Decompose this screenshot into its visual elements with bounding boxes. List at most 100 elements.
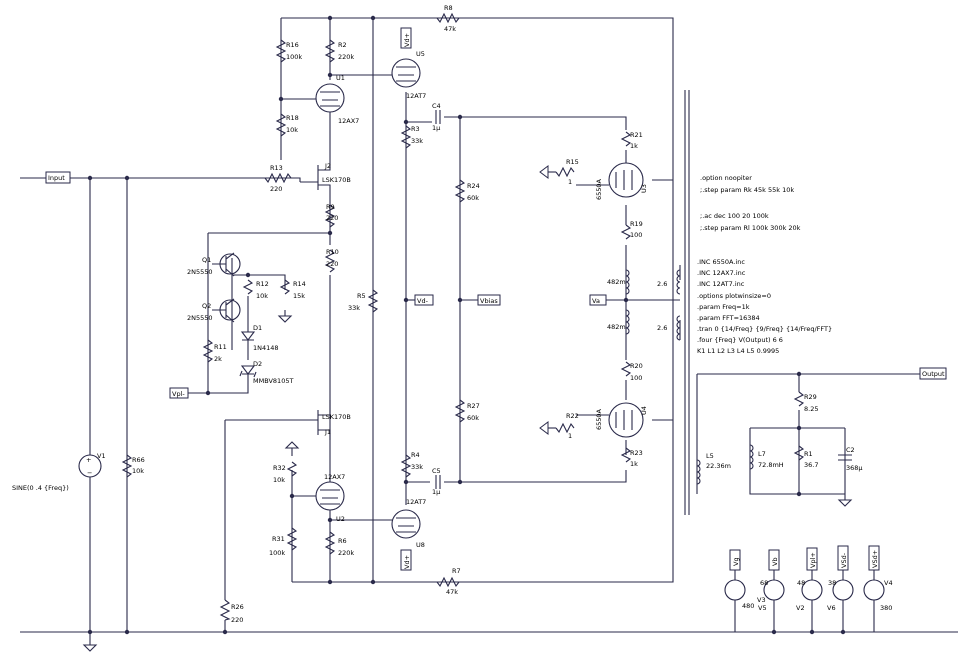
value-r8: 47k xyxy=(444,25,456,33)
value-r3: 33k xyxy=(411,137,423,145)
model-u2: 12AX7 xyxy=(324,473,345,481)
value-l4: 2.6 xyxy=(657,324,667,332)
value-r9: 220 xyxy=(326,214,338,222)
value-r29: 8.25 xyxy=(804,405,818,413)
bjt-symbols xyxy=(212,252,241,323)
label-r5: R5 xyxy=(357,292,366,300)
label-v2: V2 xyxy=(796,604,805,612)
label-r16: R16 xyxy=(286,41,299,49)
model-u1: 12AX7 xyxy=(338,117,359,125)
value-r32: 10k xyxy=(273,476,285,484)
net-label-vpl-minus: Vpl- xyxy=(172,390,185,398)
label-u5: U5 xyxy=(416,50,425,58)
value-l5: 22.36m xyxy=(706,462,731,470)
jfet-symbols xyxy=(300,155,331,440)
label-r8: R8 xyxy=(444,4,453,12)
label-u2: U2 xyxy=(336,515,345,523)
label-d2: D2 xyxy=(253,360,262,368)
svg-text:+: + xyxy=(86,456,91,464)
value-l2: 482m xyxy=(607,323,626,331)
value-r24: 60k xyxy=(467,194,479,202)
directive-line: .options plotwinsize=0 xyxy=(697,292,771,300)
directive-line: .option noopiter xyxy=(700,174,752,182)
inductor-symbols xyxy=(625,269,754,485)
value-v4: 380 xyxy=(880,604,892,612)
value-r1: 36.7 xyxy=(804,461,818,469)
label-r7: R7 xyxy=(452,567,461,575)
label-v6: V6 xyxy=(827,604,836,612)
model-u8: 12AT7 xyxy=(406,498,426,506)
directive-line: ;.ac dec 100 20 100k xyxy=(700,212,769,220)
value-r5: 33k xyxy=(348,304,360,312)
label-r4: R4 xyxy=(411,451,420,459)
label-v1: V1 xyxy=(97,452,106,460)
value-l7: 72.8mH xyxy=(758,461,784,469)
net-label-vd-minus: Vd- xyxy=(417,297,429,305)
label-r23: R23 xyxy=(630,449,643,457)
model-u4: 6550A xyxy=(595,408,603,430)
label-v5: V5 xyxy=(758,604,767,612)
label-r22: R22 xyxy=(566,412,579,420)
label-u3: U3 xyxy=(640,184,648,193)
voltage-source-symbols: +− xyxy=(78,454,885,601)
label-r66: R66 xyxy=(132,456,145,464)
label-v3: V3 xyxy=(757,596,766,604)
label-u1: U1 xyxy=(336,74,345,82)
net-label-vpl-plus: Vpl+ xyxy=(809,552,817,568)
label-r12: R12 xyxy=(256,280,269,288)
label-u4: U4 xyxy=(640,406,648,415)
label-d1: D1 xyxy=(253,324,262,332)
label-r9: R9 xyxy=(326,203,335,211)
net-label-vb: Vb xyxy=(771,557,779,566)
net-label-vsd-plus: VSd+ xyxy=(871,550,879,568)
value-c4: 1µ xyxy=(432,124,440,132)
directive-line: .param FFT=16384 xyxy=(697,314,760,322)
directive-line: .param Freq=1k xyxy=(697,303,750,311)
value-v5: 68 xyxy=(760,579,768,587)
net-label-va: Va xyxy=(592,297,600,305)
label-r19: R19 xyxy=(630,220,643,228)
value-l1: 482m xyxy=(607,278,626,286)
label-r15: R15 xyxy=(566,158,579,166)
net-label-vg: Vg xyxy=(732,557,740,566)
label-l7: L7 xyxy=(758,450,766,458)
label-r20: R20 xyxy=(630,362,643,370)
diode-symbols xyxy=(239,320,257,378)
net-label-output: Output xyxy=(922,370,945,378)
net-label-vsd-minus: VSd- xyxy=(840,552,848,568)
value-v6: 38 xyxy=(828,579,836,587)
value-r16: 100k xyxy=(286,53,302,61)
label-r18: R18 xyxy=(286,114,299,122)
value-r4: 33k xyxy=(411,463,423,471)
label-r31: R31 xyxy=(272,535,285,543)
label-q1: Q1 xyxy=(202,256,211,264)
value-r26: 220 xyxy=(231,616,243,624)
label-r21: R21 xyxy=(630,131,643,139)
model-u3: 6550A xyxy=(595,178,603,200)
label-r6: R6 xyxy=(338,537,347,545)
model-d1: 1N4148 xyxy=(253,344,279,352)
value-r13: 220 xyxy=(270,185,282,193)
value-c5: 1µ xyxy=(432,488,440,496)
net-flags: Input Output Vd- Vbias Va Vpl- Vd+ Vd+ V… xyxy=(45,27,947,571)
label-r24: R24 xyxy=(467,182,480,190)
value-r21: 1k xyxy=(630,142,638,150)
label-j2: J2 xyxy=(324,162,331,170)
resistor-bodies xyxy=(121,12,805,621)
label-r10: R10 xyxy=(326,248,339,256)
value-r20: 100 xyxy=(630,374,642,382)
model-q2: 2N5550 xyxy=(187,314,213,322)
label-c2: C2 xyxy=(846,446,855,454)
label-l5: L5 xyxy=(706,452,714,460)
value-r7: 47k xyxy=(446,588,458,596)
directive-line: ;.step param Rk 45k 55k 10k xyxy=(700,186,794,194)
label-q2: Q2 xyxy=(202,302,211,310)
value-r12: 10k xyxy=(256,292,268,300)
directive-line: .INC 6550A.inc xyxy=(697,258,745,266)
value-r15: 1 xyxy=(568,178,572,186)
value-r22: 1 xyxy=(568,432,572,440)
label-j1: J1 xyxy=(324,428,331,436)
label-c4: C4 xyxy=(432,102,441,110)
